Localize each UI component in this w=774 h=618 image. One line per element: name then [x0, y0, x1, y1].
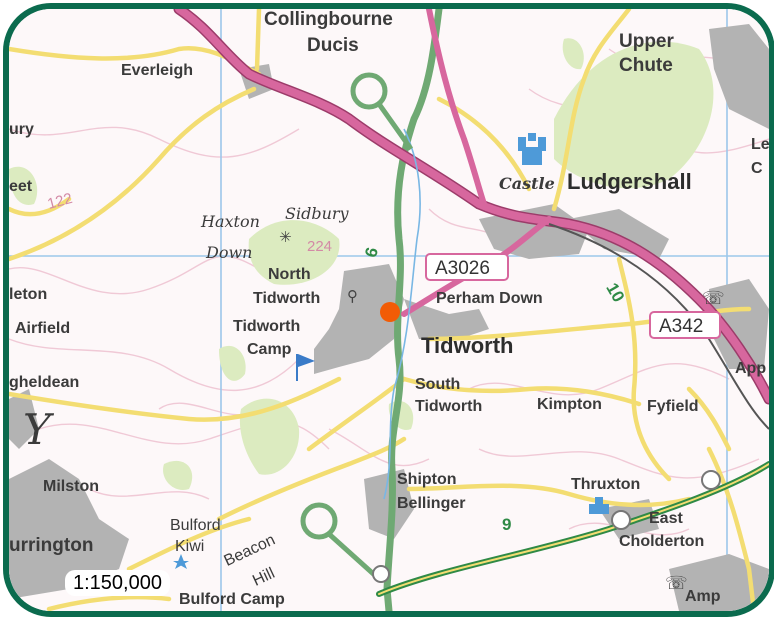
label-sidbury: Sidbury	[285, 204, 350, 223]
label-tidworth-camp-1: Tidworth	[233, 318, 300, 335]
label-urrington: urrington	[9, 535, 93, 556]
river	[383, 128, 421, 500]
castle-icon	[518, 133, 546, 165]
a342-label: A342	[659, 316, 703, 337]
label-fyfield: Fyfield	[647, 398, 699, 415]
label-bellinger: Bellinger	[397, 495, 465, 512]
label-gheldean: gheldean	[9, 374, 79, 391]
label-amp: Amp	[685, 588, 721, 605]
label-north: North	[268, 266, 311, 283]
label-le: Le	[751, 136, 769, 153]
label-kimpton: Kimpton	[537, 396, 602, 413]
scale-label: 1:150,000	[65, 570, 170, 596]
road-shield-a342: A342	[649, 311, 721, 339]
label-down: Down	[205, 243, 252, 262]
minor-roads	[9, 9, 757, 611]
route-number-9: 9	[502, 515, 511, 534]
label-perham-down: Perham Down	[436, 290, 543, 307]
contour-number-122: 122	[46, 190, 75, 213]
label-y-glyph: Y	[23, 405, 55, 454]
label-everleigh: Everleigh	[121, 62, 193, 79]
spot-height-224: 224	[307, 238, 332, 255]
a3026-label: A3026	[435, 258, 490, 279]
flag-icon	[296, 354, 315, 381]
label-milston: Milston	[43, 478, 99, 495]
label-chute: Chute	[619, 55, 673, 76]
kiwi-star-icon	[173, 554, 189, 569]
label-leton: leton	[9, 286, 47, 303]
boat-icon	[589, 497, 609, 514]
woodland-areas	[9, 38, 714, 490]
route-junction-markers	[300, 72, 721, 583]
label-bulford: Bulford	[170, 517, 221, 534]
label-north-tidworth: Tidworth	[253, 290, 320, 307]
map-canvas[interactable]: ☏ ☏ ⚲ ✳ A3026 A342 6 10 9 122 224 Collin…	[9, 9, 769, 611]
label-east: East	[649, 510, 683, 527]
label-collingbourne: Collingbourne	[264, 9, 393, 30]
label-upper: Upper	[619, 31, 675, 52]
label-tidworth-camp-2: Camp	[247, 341, 292, 358]
place-labels: Collingbourne Ducis Everleigh Upper Chut…	[9, 9, 769, 608]
windmill-icon: ⚲ ✳	[279, 228, 358, 305]
label-castle: Castle	[499, 174, 555, 193]
label-airfield: Airfield	[15, 320, 70, 337]
label-south-tidworth: Tidworth	[415, 398, 482, 415]
label-shipton: Shipton	[397, 471, 457, 488]
main-roads	[376, 9, 769, 611]
road-shield-a3026: A3026	[425, 253, 509, 281]
svg-text:☏: ☏	[665, 573, 688, 594]
label-thruxton: Thruxton	[571, 476, 640, 493]
map-frame: ☏ ☏ ⚲ ✳ A3026 A342 6 10 9 122 224 Collin…	[3, 3, 774, 617]
label-south: South	[415, 376, 460, 393]
label-kiwi: Kiwi	[175, 538, 204, 555]
phone-icon: ☏ ☏	[665, 288, 725, 594]
label-app: App	[735, 360, 766, 377]
label-tidworth: Tidworth	[421, 333, 513, 358]
label-cholderton: Cholderton	[619, 533, 704, 550]
label-ducis: Ducis	[307, 35, 359, 56]
current-location-marker[interactable]	[380, 302, 400, 322]
svg-text:☏: ☏	[702, 288, 725, 309]
svg-text:⚲: ⚲	[347, 287, 358, 305]
svg-text:✳: ✳	[279, 228, 292, 246]
label-c: C	[751, 160, 763, 177]
label-ury: ury	[9, 121, 34, 138]
label-bulford-camp: Bulford Camp	[179, 591, 285, 608]
label-ludgershall: Ludgershall	[567, 169, 692, 194]
label-haxton: Haxton	[200, 212, 260, 231]
label-eet: eet	[9, 178, 33, 195]
